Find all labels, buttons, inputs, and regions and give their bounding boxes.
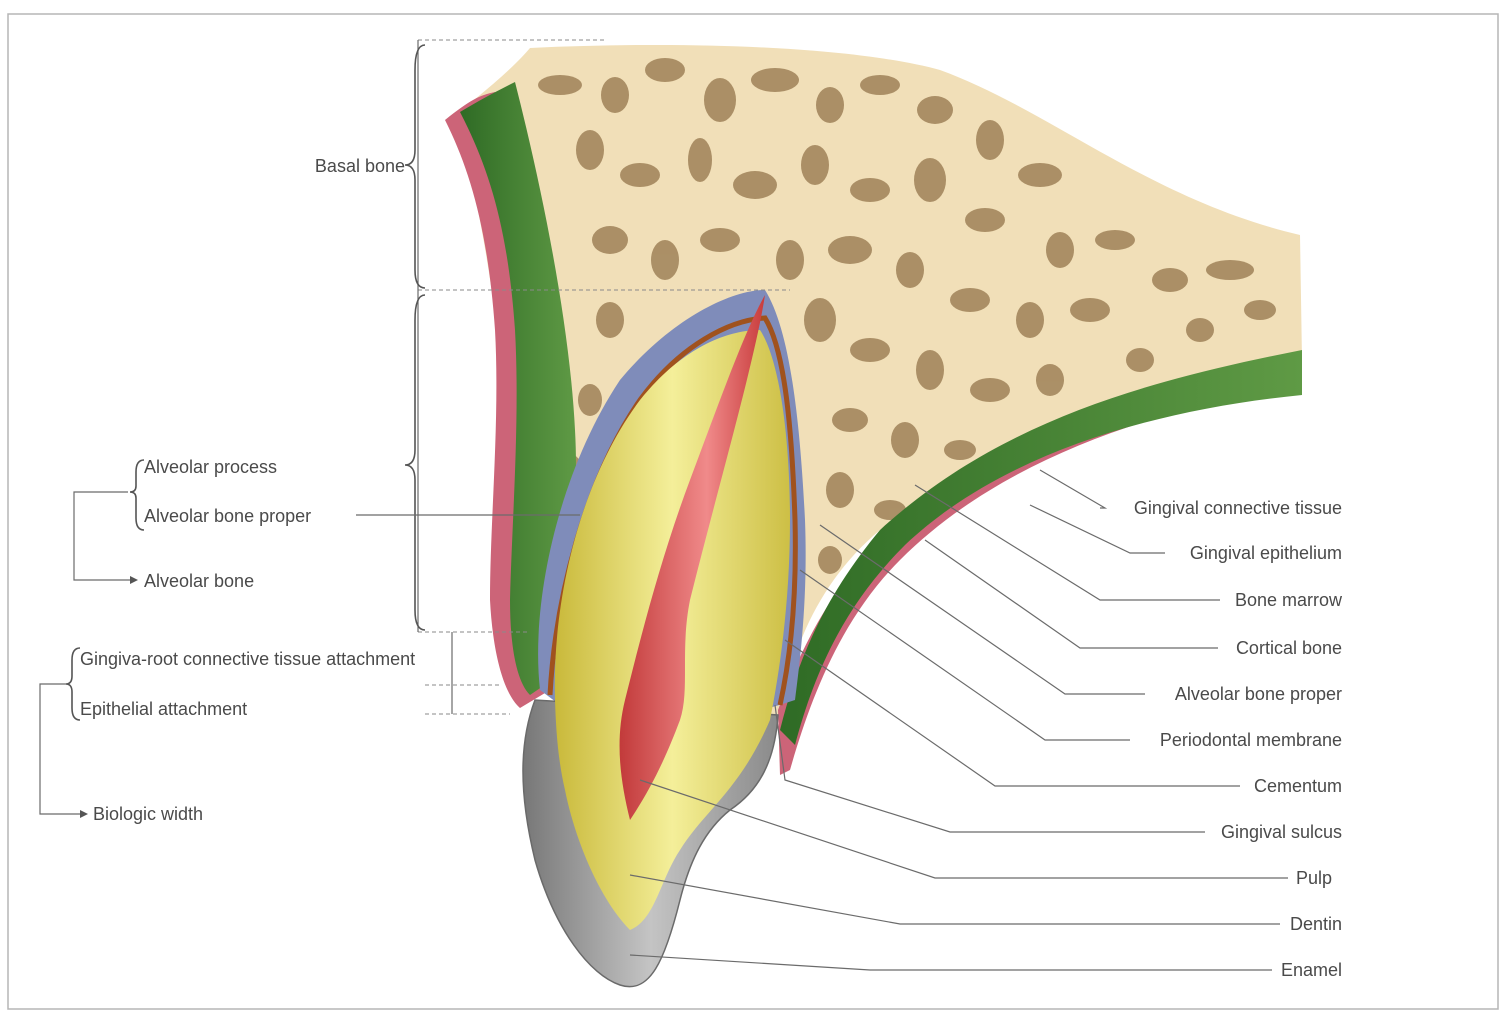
arrow-biologic-width [80, 810, 88, 818]
label-cortical-bone: Cortical bone [1236, 638, 1342, 658]
alveolar-bone-connector [74, 492, 130, 580]
label-biologic-width: Biologic width [93, 804, 203, 824]
label-enamel: Enamel [1281, 960, 1342, 980]
label-periodontal-membrane: Periodontal membrane [1160, 730, 1342, 750]
basal-bone-brace [405, 45, 425, 288]
label-alveolar-bone-proper-left: Alveolar bone proper [144, 506, 311, 526]
label-gingival-connective-tissue: Gingival connective tissue [1134, 498, 1342, 518]
label-alveolar-bone: Alveolar bone [144, 571, 254, 591]
biologic-width-connector [40, 684, 80, 814]
label-pulp: Pulp [1296, 868, 1332, 888]
label-dentin: Dentin [1290, 914, 1342, 934]
alveolar-group-brace [130, 460, 144, 530]
label-alveolar-bone-proper-right: Alveolar bone proper [1175, 684, 1342, 704]
label-gingival-epithelium: Gingival epithelium [1190, 543, 1342, 563]
biologic-group-brace [66, 648, 80, 720]
alveolar-process-brace [405, 295, 425, 630]
label-cementum: Cementum [1254, 776, 1342, 796]
label-basal-bone: Basal bone [315, 156, 405, 176]
arrow-alveolar-bone [130, 576, 138, 584]
label-alveolar-process: Alveolar process [144, 457, 277, 477]
label-epithelial-attachment: Epithelial attachment [80, 699, 247, 719]
label-gingival-sulcus: Gingival sulcus [1221, 822, 1342, 842]
label-bone-marrow: Bone marrow [1235, 590, 1343, 610]
label-gingiva-root-attachment: Gingiva-root connective tissue attachmen… [80, 649, 415, 669]
